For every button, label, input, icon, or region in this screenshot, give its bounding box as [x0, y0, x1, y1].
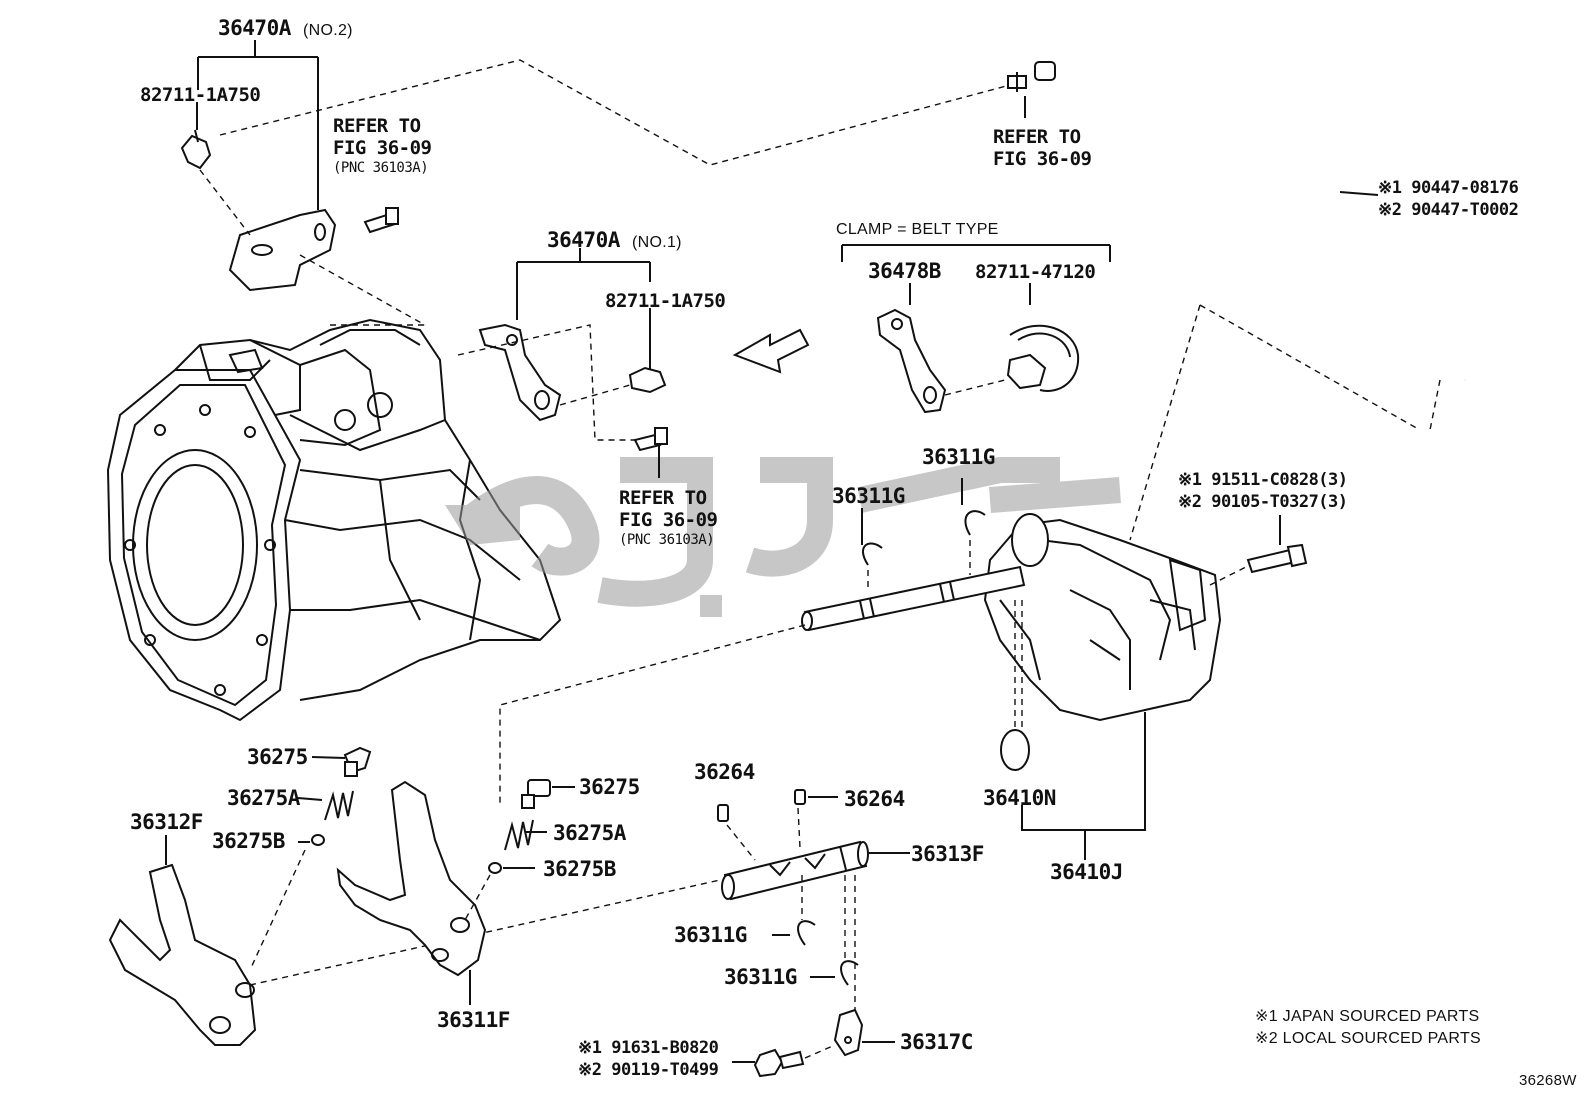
shift-shaft-icon [801, 565, 1026, 632]
bolt-icon [521, 779, 551, 809]
bracket-icon [876, 308, 947, 414]
clamp-icon [1006, 324, 1080, 392]
bolt-icon [753, 1048, 805, 1078]
part-number-36313f: 36313F [911, 842, 984, 866]
part-number-36275a-right: 36275A [553, 821, 626, 845]
refer-mid-line3: (PNC 36103A) [619, 532, 715, 548]
refer-top-line1: REFER TO [333, 115, 421, 137]
part-number-36311g-d: 36311G [724, 965, 797, 989]
clip-icon [180, 129, 212, 170]
part-note: (NO.2) [303, 22, 353, 39]
pin-icon [717, 789, 806, 822]
bolt-bottom-local: ※2 90119-T0499 [578, 1060, 719, 1080]
spring-icon [504, 819, 534, 851]
shift-fork-icon [336, 780, 487, 977]
bracket-icon [228, 208, 337, 292]
bracket-icon [478, 323, 562, 422]
snap-ring-icon [862, 510, 986, 566]
part-number-36275b-left: 36275B [212, 829, 285, 853]
bolt-icon [343, 746, 372, 777]
part-number-36410j: 36410J [1050, 860, 1123, 884]
refer-top-line3: (PNC 36103A) [333, 160, 429, 176]
part-number-36275-right: 36275 [579, 775, 640, 799]
part-number-36264-b: 36264 [844, 787, 905, 811]
shift-shaft-icon [721, 840, 869, 901]
bolt-bottom-jp: ※1 91631-B0820 [578, 1038, 719, 1058]
refer-hose-line2: FIG 36-09 [993, 148, 1092, 170]
shift-lever-housing-icon [983, 513, 1222, 722]
arrow-icon [732, 328, 810, 374]
part-number-82711-47120: 82711-47120 [975, 261, 1096, 283]
bolt-part-jp: ※1 91511-C0828(3) [1178, 470, 1348, 490]
part-number-36312f: 36312F [130, 810, 203, 834]
part-number-36470a-no1: 36470A (NO.1) [547, 230, 682, 251]
part-number-36317c: 36317C [900, 1030, 973, 1054]
shift-fork-icon [108, 863, 257, 1046]
part-number-82711-1a750-top: 82711-1A750 [140, 84, 261, 106]
clamp-type-title: CLAMP = BELT TYPE [836, 221, 999, 238]
bolt-icon [363, 207, 399, 234]
clip-icon [628, 366, 667, 394]
part-number-36275-left: 36275 [247, 745, 308, 769]
refer-mid-line1: REFER TO [619, 487, 707, 509]
refer-top-line2: FIG 36-09 [333, 137, 432, 159]
plate-icon [833, 1008, 864, 1057]
hose-part-local: ※2 90447-T0002 [1378, 200, 1519, 220]
bolt-part-local: ※2 90105-T0327(3) [1178, 492, 1348, 512]
part-number-36311f: 36311F [437, 1008, 510, 1032]
bolt-icon [1246, 543, 1308, 574]
part-number: 36470A [218, 16, 291, 40]
figure-id: 36268W [1519, 1072, 1577, 1089]
note-local-sourced: ※2 LOCAL SOURCED PARTS [1255, 1030, 1481, 1047]
part-number-36470a-no2: 36470A (NO.2) [218, 18, 353, 39]
watermark-logo [445, 457, 1121, 617]
note-japan-sourced: ※1 JAPAN SOURCED PARTS [1255, 1008, 1480, 1025]
spring-icon [324, 790, 354, 821]
bolt-icon [633, 427, 668, 452]
part-number-36410n: 36410N [983, 786, 1056, 810]
part-number-36311g-a: 36311G [832, 484, 905, 508]
refer-mid-line2: FIG 36-09 [619, 509, 718, 531]
refer-hose-line1: REFER TO [993, 126, 1081, 148]
part-number-36275b-right: 36275B [543, 857, 616, 881]
hose-part-jp: ※1 90447-08176 [1378, 178, 1519, 198]
part-note: (NO.1) [632, 234, 682, 251]
part-number: 36470A [547, 228, 620, 252]
snap-ring-icon [797, 920, 859, 986]
hose-icon [1007, 50, 1471, 462]
part-number-36264-a: 36264 [694, 760, 755, 784]
part-number-82711-1a750-mid: 82711-1A750 [605, 290, 726, 312]
part-number-36311g-c: 36311G [674, 923, 747, 947]
o-ring-icon [1000, 729, 1030, 771]
part-number-36275a-left: 36275A [227, 786, 300, 810]
part-number-36478b: 36478B [868, 259, 941, 283]
part-number-36311g-b: 36311G [922, 445, 995, 469]
transmission-case-icon [106, 318, 562, 722]
